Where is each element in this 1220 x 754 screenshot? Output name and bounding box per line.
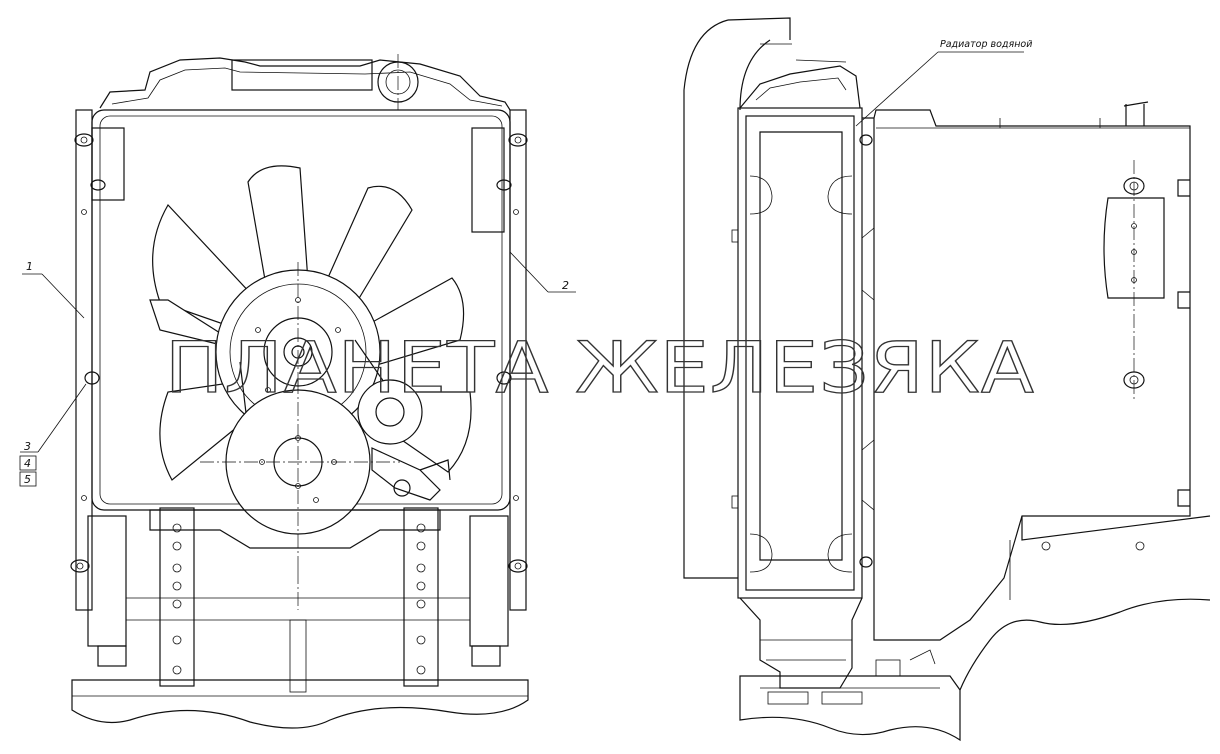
front-view — [70, 54, 529, 729]
side-view — [683, 17, 1211, 742]
callout-3: 3 — [24, 440, 31, 453]
callout-4: 4 — [24, 457, 31, 470]
callout-leaders — [19, 251, 576, 487]
leg-holes — [172, 523, 426, 675]
crank-pulley — [200, 380, 400, 570]
watermark: ПЛАНЕТА ЖЕЛЕЗЯКА — [165, 327, 1035, 409]
callout-1: 1 — [26, 260, 33, 273]
callout-2: 2 — [562, 279, 569, 292]
callout-5: 5 — [24, 473, 31, 486]
radiator-label: Радиатор водяной — [940, 39, 1032, 50]
fan-pulley — [215, 262, 381, 442]
mount-bolts — [70, 133, 528, 573]
